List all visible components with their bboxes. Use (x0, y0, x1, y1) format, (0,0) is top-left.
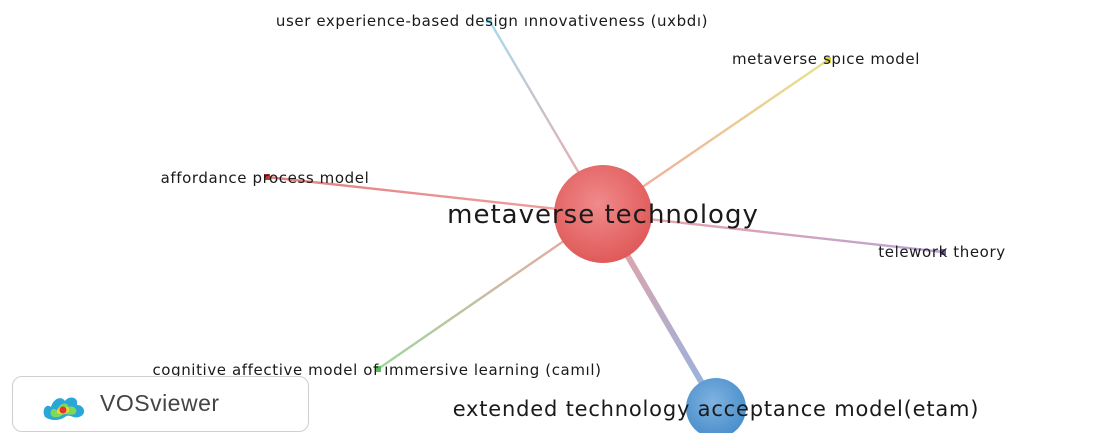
node-etam[interactable] (686, 378, 746, 433)
node-spice[interactable] (825, 57, 831, 63)
label-etam[interactable]: extended technology acceptance model(eta… (453, 397, 980, 421)
node-uxbdi[interactable] (486, 17, 492, 23)
label-spice[interactable]: metaverse spıce model (732, 50, 920, 68)
node-affordance[interactable] (264, 174, 270, 180)
vosviewer-logo: VOSviewer (12, 376, 309, 432)
node-telework[interactable] (940, 249, 946, 255)
label-telework[interactable]: telework theory (878, 243, 1005, 261)
label-camil[interactable]: cognitive affective model of ımmersive l… (152, 361, 601, 379)
node-camil[interactable] (375, 366, 381, 372)
labels: user experience-based design ınnovativen… (152, 12, 1005, 421)
edge-telework (602, 212, 944, 254)
node-metaverse-technology[interactable] (554, 165, 652, 263)
nodes (264, 17, 946, 433)
edge-affordance (266, 175, 604, 216)
label-affordance[interactable]: affordance process model (161, 169, 370, 187)
label-uxbdi[interactable]: user experience-based design ınnovativen… (276, 12, 708, 30)
vosviewer-logo-text: VOSviewer (100, 390, 220, 416)
label-metaverse-technology[interactable]: metaverse technology (447, 200, 759, 230)
vosviewer-heatmap-icon (43, 397, 85, 420)
